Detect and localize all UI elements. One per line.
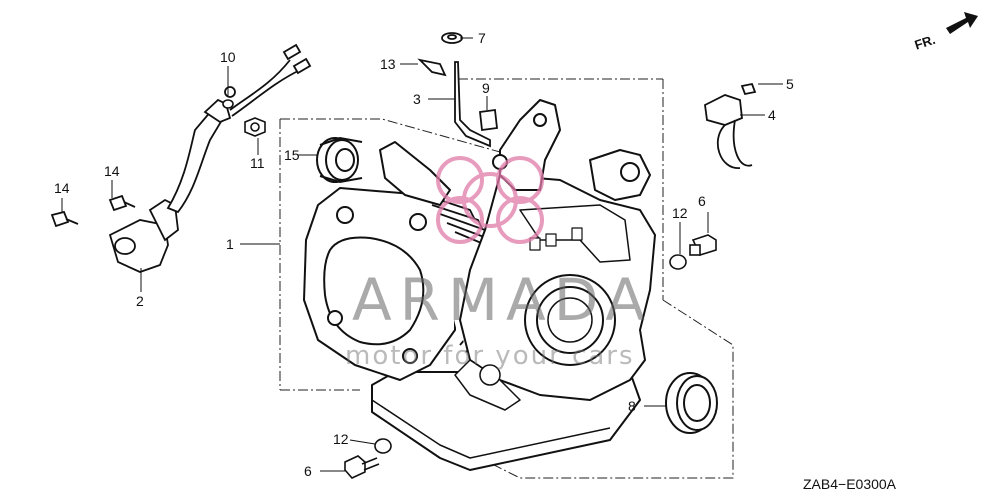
callout-14-mid: 14 — [104, 163, 120, 179]
callout-8: 8 — [628, 398, 636, 414]
callout-9: 9 — [482, 80, 490, 96]
callout-10: 10 — [220, 49, 236, 65]
ignition-bracket — [704, 82, 757, 169]
callout-14-left: 14 — [54, 180, 70, 196]
callout-2: 2 — [136, 293, 144, 309]
front-direction-marker: FR. — [913, 12, 978, 53]
front-label: FR. — [913, 32, 938, 53]
leader-lines — [61, 37, 783, 472]
callout-1: 1 — [226, 236, 234, 252]
callout-15: 15 — [284, 147, 300, 163]
callout-5: 5 — [786, 76, 794, 92]
watermark-sub-text: motor for your cars — [345, 341, 635, 371]
callout-11: 11 — [250, 155, 265, 171]
callouts: 1 2 3 4 5 6 6 7 8 9 10 11 12 12 13 14 14… — [54, 30, 794, 479]
callout-3: 3 — [413, 91, 421, 107]
fasteners — [222, 99, 717, 479]
oil-seal — [665, 372, 718, 434]
ball-bearing — [316, 136, 363, 184]
assembly-boundary — [279, 78, 734, 479]
watermark: ARMADA motor for your cars — [345, 156, 653, 371]
cylinder-block — [303, 99, 656, 471]
callout-12-right: 12 — [672, 205, 688, 221]
oil-sensor-assembly — [50, 43, 312, 273]
breather-parts — [417, 32, 498, 148]
callout-6-bottom: 6 — [304, 463, 312, 479]
watermark-main-text: ARMADA — [352, 266, 653, 334]
diagram-code: ZAB4−E0300A — [803, 476, 897, 492]
arrow-right-icon — [946, 12, 978, 34]
callout-12-bottom: 12 — [333, 431, 349, 447]
watermark-logo — [436, 156, 544, 244]
callout-7: 7 — [478, 30, 486, 46]
callout-4: 4 — [768, 107, 776, 123]
callout-6-right: 6 — [698, 193, 706, 209]
callout-13: 13 — [380, 56, 396, 72]
